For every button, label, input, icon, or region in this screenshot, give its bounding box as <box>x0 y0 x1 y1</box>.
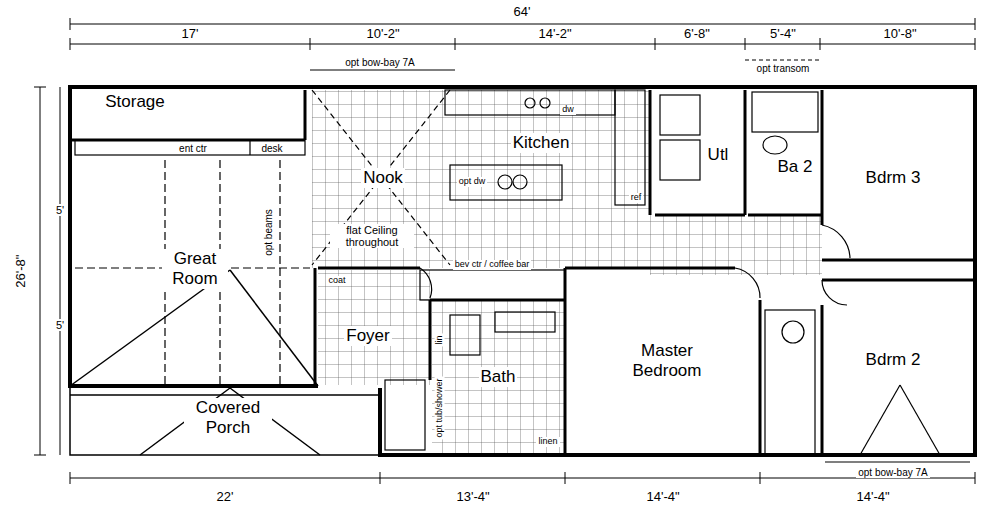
dimension-text: 5'-4" <box>768 27 798 41</box>
dimension-text: 14'-2" <box>536 27 573 41</box>
note-text: lin <box>435 333 445 346</box>
note-text: flat Ceiling throughout <box>330 224 414 248</box>
interior-walls <box>70 90 975 455</box>
dimension-text: 26'-8" <box>15 252 29 289</box>
dimension-text: 13'-4" <box>454 490 491 504</box>
room-name: Bdrm 3 <box>864 168 923 188</box>
dimension-text: 17' <box>180 27 201 41</box>
room: Bath <box>430 340 565 430</box>
room: Ba 2 <box>748 90 822 215</box>
note-text: dw <box>560 105 576 115</box>
dimension-text: 22' <box>215 490 236 504</box>
room-name: Storage <box>103 92 167 112</box>
room: Bdrm 3 <box>825 90 975 260</box>
dimension-text: 5' <box>54 319 66 331</box>
room-name: Bdrm 2 <box>864 350 923 370</box>
room-name: Foyer <box>344 326 391 346</box>
room-name: Utl <box>706 145 731 165</box>
note-text: bev ctr / coffee bar <box>453 260 531 270</box>
note-text: opt bow-bay 7A <box>856 467 930 478</box>
note-text: linen <box>536 437 559 447</box>
dimension-text: 6'-8" <box>682 27 712 41</box>
room: Covered Porch <box>75 395 380 455</box>
room: Storage <box>75 90 305 140</box>
note-text: desk <box>259 143 284 154</box>
dimension-text: 64' <box>512 5 533 19</box>
room: Kitchen <box>450 115 650 165</box>
room-name: Covered Porch <box>184 398 272 437</box>
note-text: opt bow-bay 7A <box>343 57 417 68</box>
note-text: ent ctr <box>177 143 209 154</box>
dimension-text: 5' <box>54 204 66 216</box>
tile-floor <box>432 300 565 453</box>
tile-floor <box>650 215 822 275</box>
dimension-text: 10'-8" <box>881 27 918 41</box>
note-text: opt dw <box>457 177 488 187</box>
tile-floor <box>318 270 430 385</box>
note-text: opt transom <box>755 63 812 74</box>
room-name: Master Bedroom <box>619 341 715 380</box>
exterior-walls <box>70 87 975 455</box>
room-name: Great Room <box>162 249 228 288</box>
room: Foyer <box>315 270 430 385</box>
note-text: ref <box>629 193 644 203</box>
room-name: Ba 2 <box>776 157 815 177</box>
dimension-text: 14'-4" <box>854 490 891 504</box>
room-name: Kitchen <box>511 133 572 153</box>
room-name: Bath <box>479 367 518 387</box>
room: Great Room <box>75 155 310 385</box>
porch-outline <box>70 270 380 455</box>
note-text: coat <box>326 276 347 286</box>
dimension-text: 10'-2" <box>364 27 401 41</box>
tile-floor <box>312 90 650 268</box>
note-text: opt beams <box>262 207 273 258</box>
note-text: opt tub/shower <box>435 376 445 439</box>
room: Utl <box>655 90 745 215</box>
room: Bdrm 2 <box>825 280 975 455</box>
dimension-lines <box>34 18 975 484</box>
fixtures <box>75 60 970 462</box>
room: Master Bedroom <box>565 300 760 455</box>
dimension-text: 14'-4" <box>644 490 681 504</box>
room-name: Nook <box>361 168 405 188</box>
